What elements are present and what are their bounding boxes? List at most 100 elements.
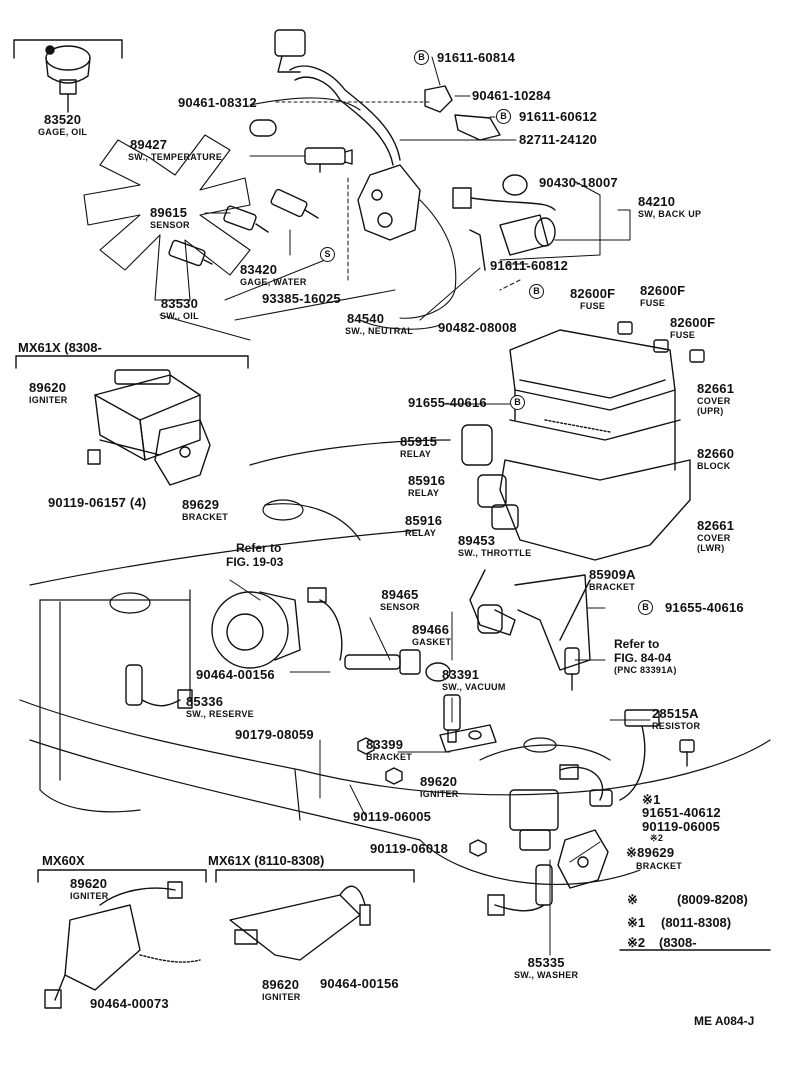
reference-pnc: (PNC 83391A) [614,665,677,675]
part-name: GASKET [412,637,452,647]
legend-range: (8308- [659,935,697,950]
reference-fig-19-03: Refer to FIG. 19-03 [226,541,283,569]
fuse-parts [617,321,705,363]
part-label-85916-b: 85916 RELAY [405,513,442,538]
neutral-switch-harness [274,29,421,241]
vacuum-switch-part [425,662,461,743]
part-name: SW., TEMPERATURE [128,152,223,162]
part-label-89620-lower: 89620 IGNITER [420,774,459,799]
part-name: SW., WASHER [514,970,579,980]
mark-x2: ※2 [650,833,664,843]
alternator-part [211,591,301,669]
part-label-90461-08312: 90461-08312 [178,95,257,110]
part-name: RESISTOR [652,721,701,731]
part-label-82600f-1: 82600F FUSE [570,286,615,311]
bracket-89629-lower [557,829,609,889]
part-number: 85336 [186,694,224,709]
part-label-89620-top: 89620 IGNITER [29,380,68,405]
part-label-82660: 82660 BLOCK [697,446,734,471]
legend-row: ※1(8011-8308) [627,916,731,929]
callout-b: B [510,395,525,410]
part-number: 82661 [697,381,735,396]
part-number: 82600F [570,286,616,301]
part-label-85916-a: 85916 RELAY [408,473,445,498]
part-number: 83420 [240,262,278,277]
part-name: RELAY [400,449,432,459]
part-label-85915: 85915 RELAY [400,434,437,459]
part-label-28515a: 28515A RESISTOR [652,706,700,731]
part-label-89620-mx61x-bottom: 89620 IGNITER [262,977,301,1002]
part-label-90179-08059: 90179-08059 [235,727,314,742]
part-label-89453: 89453 SW., THROTTLE [458,533,531,558]
fuse-block-assembly [499,329,691,561]
part-name: BLOCK [697,461,731,471]
part-name: RELAY [405,528,437,538]
section-heading-mx60x: MX60X [42,853,85,868]
igniter-mx61x-bottom-part [229,885,371,961]
part-label-90464-00073: 90464-00073 [90,996,169,1011]
callout-b: B [496,109,511,124]
part-number: 85916 [405,513,443,528]
part-number-value: 89629 [637,845,675,860]
part-number: 85916 [408,473,446,488]
part-label-91611-60812: 91611-60812 [490,258,569,273]
part-name: FUSE [670,330,696,340]
part-number: 83530 [160,296,199,311]
part-label-90119-06005-b: 90119-06005 [353,809,432,824]
part-label-83420: 83420 GAGE, WATER [240,262,307,287]
part-label-89615: 89615 SENSOR [150,205,190,230]
reserve-switch-part [125,664,193,709]
part-number: 89465 [381,587,419,602]
part-label-89466: 89466 GASKET [412,622,451,647]
part-label-82600f-3: 82600F FUSE [670,315,715,340]
temperature-switch-part [304,147,353,173]
small-fasteners [357,737,487,857]
part-number: 89620 [29,380,67,395]
car-body-outline [19,439,771,885]
part-label-89427: 89427 SW., TEMPERATURE [128,137,222,162]
part-label-89620-mx60x: 89620 IGNITER [70,876,109,901]
part-name: SW, BACK UP [638,209,702,219]
part-label-89629-top: 89629 BRACKET [182,497,228,522]
igniter-89620-top [87,369,201,465]
part-name: FUSE [640,298,666,308]
part-label-90119-06005-c: 90119-06005 [642,819,721,834]
part-number: 83399 [366,737,404,752]
part-name-2: (LWR) [697,543,725,553]
top-left-group-frame [13,39,123,59]
part-label-90482-08008: 90482-08008 [438,320,517,335]
part-label-90464-00156-b: 90464-00156 [320,976,399,991]
reference-line: Refer to [614,637,660,651]
part-label-83530: 83530 SW., OIL [160,296,199,321]
sensor-89465-part [307,587,421,675]
oil-gage-part [45,45,91,113]
part-name: SW., RESERVE [186,709,254,719]
bolt-91651 [679,739,695,767]
part-label-90461-10284: 90461-10284 [472,88,551,103]
mark-x: ※ [626,845,638,860]
part-name: SENSOR [380,602,420,612]
part-label-90430-18007: 90430-18007 [539,175,618,190]
relays [461,424,519,530]
water-gage-part [270,188,319,219]
part-number: 89615 [150,205,188,220]
part-name: IGNITER [262,992,301,1002]
part-label-82600f-2: 82600F FUSE [640,283,685,308]
backup-switch-part [452,174,556,271]
bracket-83399-part [439,724,497,753]
part-number: 89629 [182,497,220,512]
legend-mark: ※ [627,892,638,907]
part-number: 89620 [420,774,458,789]
mx60x-section-frame [37,869,207,883]
part-number: 85335 [527,955,565,970]
part-number: 85909A [589,567,636,582]
part-label-91655-40616-a: 91655-40616 [408,395,487,410]
legend-mark: ※2 [627,935,646,950]
reference-figure: FIG. 19-03 [226,555,284,569]
section-heading-mx61x-top: MX61X (8308- [18,340,102,355]
part-name: BRACKET [589,582,636,592]
part-label-91655-40616-b: 91655-40616 [665,600,744,615]
part-label-84210: 84210 SW, BACK UP [638,194,701,219]
washer-switch-part [487,864,553,916]
